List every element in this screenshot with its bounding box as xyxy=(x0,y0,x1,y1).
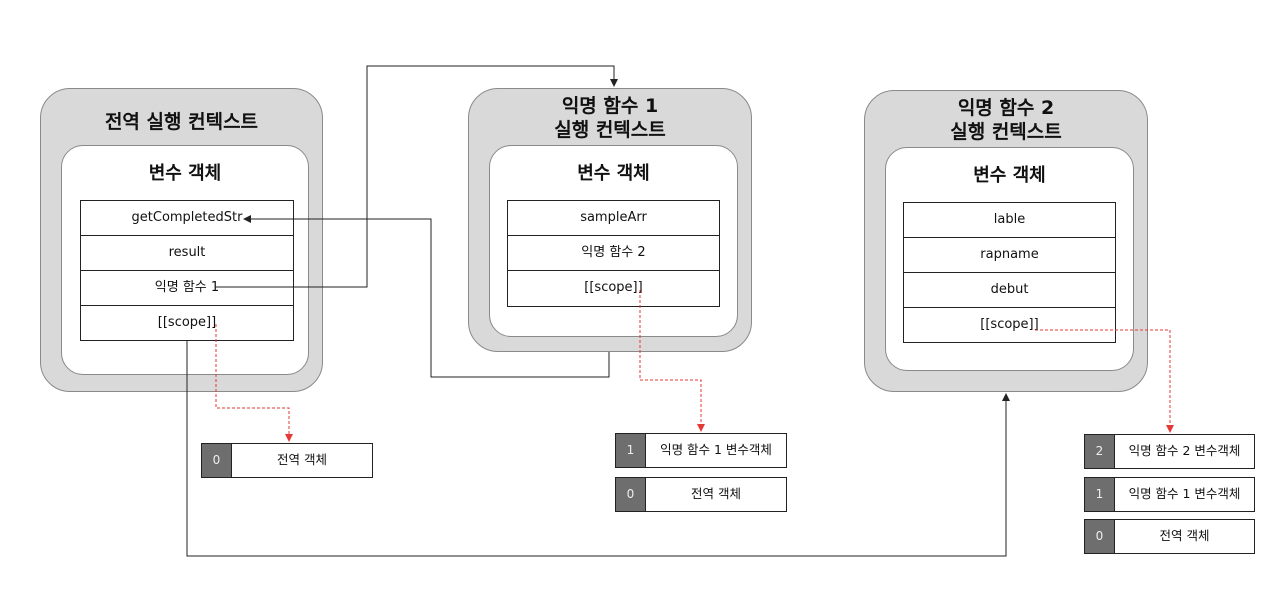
table-row: debut xyxy=(904,273,1115,308)
table-row: rapname xyxy=(904,238,1115,273)
scope-chain-index: 2 xyxy=(1085,435,1115,468)
scope-link xyxy=(1035,329,1174,433)
table-row: 익명 함수 1 xyxy=(81,271,293,306)
table-row: [[scope]] xyxy=(157,315,217,330)
scope-chain-entry: 0 전역 객체 xyxy=(615,477,787,512)
scope-chain-entry: 2 익명 함수 2 변수객체 xyxy=(1084,434,1255,469)
scope-chain-entry: 1 익명 함수 1 변수객체 xyxy=(1084,477,1255,512)
scope-chain-index: 0 xyxy=(616,478,646,511)
scope-chain-entry: 1 익명 함수 1 변수객체 xyxy=(615,433,787,468)
scope-chain-index: 1 xyxy=(1085,478,1115,511)
table-row: getCompletedStr xyxy=(81,201,293,236)
scope-chain-label: 익명 함수 2 변수객체 xyxy=(1128,443,1241,458)
anon-fn1-variable-table: sampleArr 익명 함수 2 [[scope]] xyxy=(507,200,720,307)
table-row: 익명 함수 2 xyxy=(508,236,719,271)
scope-chain-index: 0 xyxy=(202,444,232,477)
reference-arrow xyxy=(186,341,1010,557)
variable-object-title: 변수 객체 xyxy=(577,163,650,184)
scope-chain-label: 익명 함수 1 변수객체 xyxy=(660,442,772,457)
scope-link xyxy=(215,324,293,442)
context-title: 익명 함수 2 실행 컨텍스트 xyxy=(950,97,1062,143)
scope-chain-label: 익명 함수 1 변수객체 xyxy=(1128,486,1241,501)
variable-object-title: 변수 객체 xyxy=(973,165,1046,186)
scope-chain-label: 전역 객체 xyxy=(1159,528,1210,543)
table-row: result xyxy=(81,236,293,271)
global-variable-table: getCompletedStr result 익명 함수 1 [[scope]] xyxy=(80,200,294,341)
scope-chain-index: 0 xyxy=(1085,520,1115,553)
scope-link xyxy=(639,290,705,432)
reference-arrow xyxy=(243,215,610,378)
context-title: 전역 실행 컨텍스트 xyxy=(104,111,259,133)
anon-fn2-variable-table: lable rapname debut [[scope]] xyxy=(903,202,1116,343)
scope-chain-label: 전역 객체 xyxy=(277,452,327,467)
scope-chain-entry: 0 전역 객체 xyxy=(1084,519,1255,554)
table-row: [[scope]] xyxy=(584,280,643,295)
table-row: [[scope]] xyxy=(980,317,1039,332)
scope-chain-entry: 0 전역 객체 xyxy=(201,443,373,478)
reference-arrow xyxy=(215,65,618,288)
variable-object-title: 변수 객체 xyxy=(148,163,222,184)
scope-chain-index: 1 xyxy=(616,434,646,467)
context-title: 익명 함수 1 실행 컨텍스트 xyxy=(554,95,666,141)
table-row: lable xyxy=(904,203,1115,238)
scope-chain-label: 전역 객체 xyxy=(691,486,741,501)
table-row: sampleArr xyxy=(508,201,719,236)
